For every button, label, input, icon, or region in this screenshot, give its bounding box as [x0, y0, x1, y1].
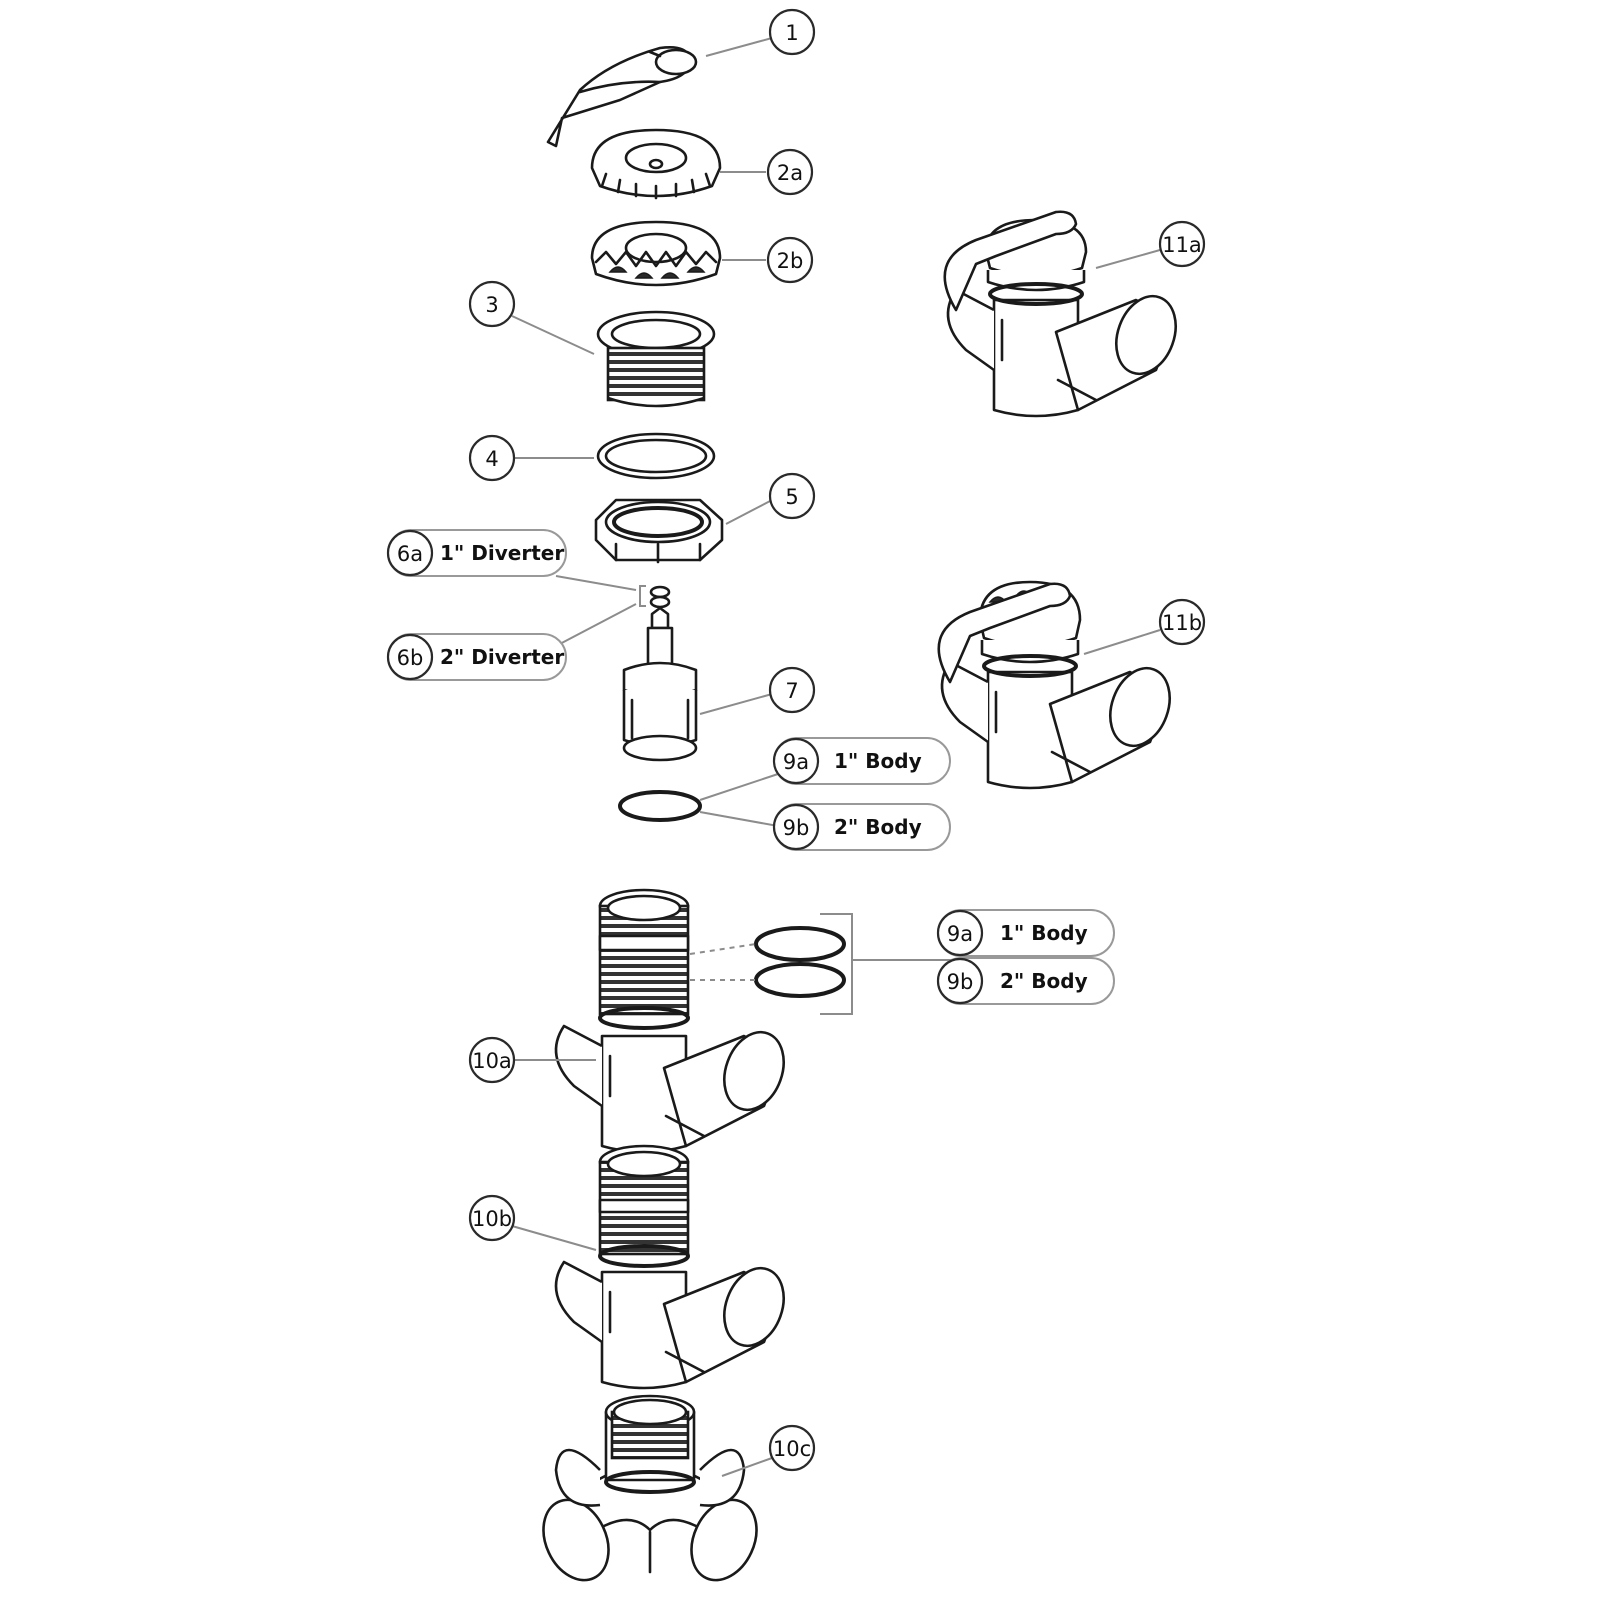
callout-10b-text: 10b	[472, 1207, 512, 1231]
callout-10c-text: 10c	[773, 1437, 811, 1461]
callout-3-text: 3	[485, 293, 498, 317]
leader-lines	[511, 37, 1161, 1477]
indexing-ring-part	[590, 220, 722, 287]
label-6a-id: 6a	[397, 542, 423, 566]
label-9b-side-text: 2" Body	[1000, 969, 1088, 993]
body-oring-part	[618, 790, 702, 822]
callout-11b: 11b	[1158, 598, 1206, 646]
nut-part	[594, 498, 724, 564]
label-9b-top-id: 9b	[783, 816, 810, 840]
callout-11a-text: 11a	[1162, 233, 1202, 257]
callout-5-text: 5	[785, 485, 798, 509]
callout-10c: 10c	[768, 1424, 816, 1472]
valve-body-10a	[554, 888, 796, 1154]
label-9b-body-top: 9b 2" Body	[772, 803, 951, 851]
callout-3: 3	[468, 280, 516, 328]
diverter-part	[622, 606, 698, 762]
callout-4: 4	[468, 434, 516, 482]
label-9a-body-top: 9a 1" Body	[772, 737, 951, 785]
callout-2a: 2a	[766, 148, 814, 196]
cap-part	[590, 128, 722, 200]
handle-part	[546, 46, 698, 148]
callout-5: 5	[768, 472, 816, 520]
label-9a-side-text: 1" Body	[1000, 921, 1088, 945]
label-9b-top-text: 2" Body	[834, 815, 922, 839]
side-orings	[689, 913, 952, 1015]
callout-11b-text: 11b	[1162, 611, 1202, 635]
label-9a-body-side: 9a 1" Body	[936, 909, 1115, 957]
label-6a-diverter: 6a 1" Diverter	[386, 529, 567, 577]
callout-11a: 11a	[1158, 220, 1206, 268]
label-6b-id: 6b	[397, 646, 424, 670]
callout-2b: 2b	[766, 236, 814, 284]
label-9b-body-side: 9b 2" Body	[936, 957, 1115, 1005]
callout-10a-text: 10a	[472, 1049, 512, 1073]
flange-part	[596, 310, 716, 408]
label-9a-top-text: 1" Body	[834, 749, 922, 773]
valve-body-10b	[554, 1144, 796, 1390]
callout-10a: 10a	[468, 1036, 516, 1084]
callout-7: 7	[768, 666, 816, 714]
label-9b-side-id: 9b	[947, 970, 974, 994]
diverter-oring-part	[639, 585, 671, 609]
callout-10b: 10b	[468, 1194, 516, 1242]
assembly-11b	[937, 580, 1182, 790]
label-9a-side-id: 9a	[947, 922, 973, 946]
callout-7-text: 7	[785, 679, 798, 703]
callout-1: 1	[768, 8, 816, 56]
valve-body-10c	[542, 1394, 758, 1582]
callout-4-text: 4	[485, 447, 498, 471]
label-6b-text: 2" Diverter	[440, 645, 564, 669]
assembly-11a	[943, 210, 1188, 418]
callout-2a-text: 2a	[777, 161, 803, 185]
callout-1-text: 1	[785, 21, 798, 45]
label-9a-top-id: 9a	[783, 750, 809, 774]
gasket-part	[596, 432, 716, 480]
callout-2b-text: 2b	[777, 249, 804, 273]
label-6a-text: 1" Diverter	[440, 541, 564, 565]
label-6b-diverter: 6b 2" Diverter	[386, 633, 567, 681]
